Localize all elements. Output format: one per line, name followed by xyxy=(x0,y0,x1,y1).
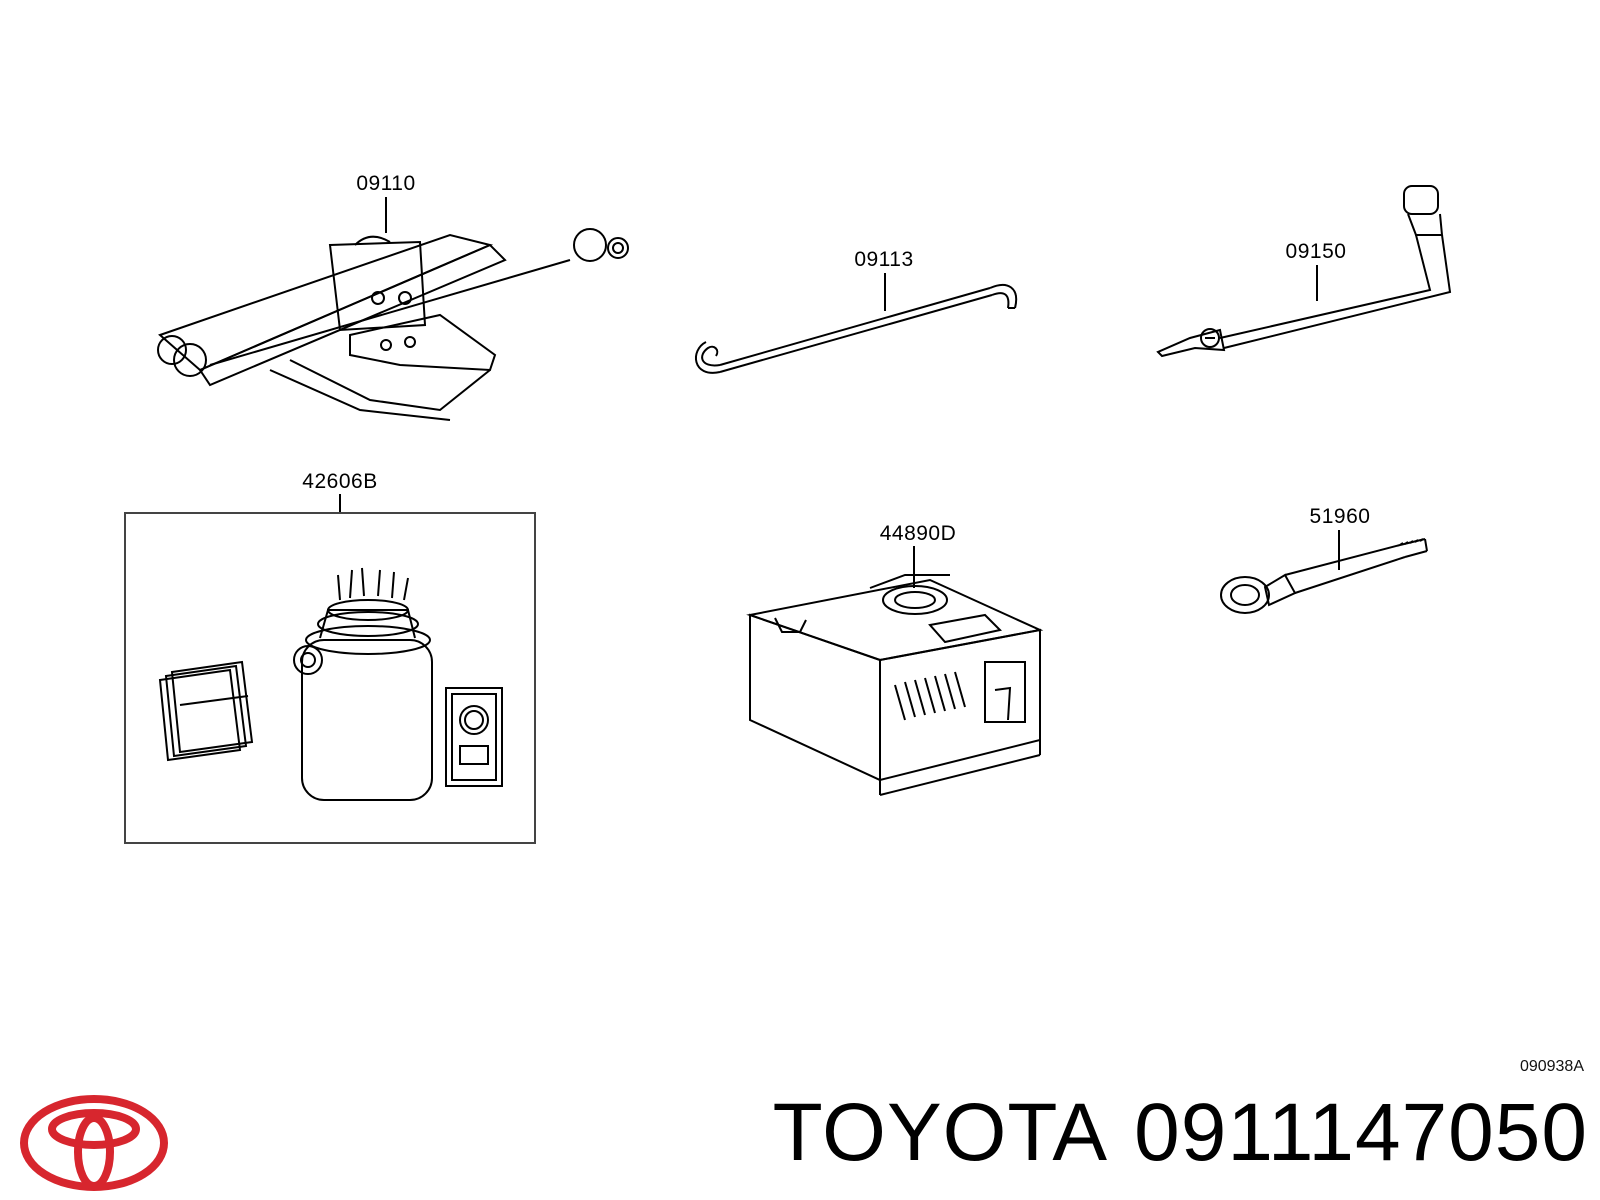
part-label-09110: 09110 xyxy=(356,172,416,195)
leader-line xyxy=(1316,265,1318,301)
scissor-jack-drawing xyxy=(157,228,629,421)
compressor-drawing xyxy=(746,574,1044,796)
part-label-42606b: 42606B xyxy=(302,470,378,493)
diagram-code: 090938A xyxy=(1519,1058,1584,1075)
repair-kit-frame xyxy=(124,512,536,844)
part-label-09150: 09150 xyxy=(1285,240,1347,263)
leader-line xyxy=(339,494,341,514)
jack-handle-drawing xyxy=(695,283,1018,374)
leader-line xyxy=(913,546,915,588)
leader-line xyxy=(385,197,387,233)
part-number: 0911147050 xyxy=(1134,1087,1588,1178)
brand-name: TOYOTA xyxy=(772,1087,1109,1178)
leader-line xyxy=(884,273,886,311)
toyota-logo-icon xyxy=(20,1095,168,1191)
towing-eye-drawing xyxy=(1220,538,1428,614)
part-label-44890d: 44890D xyxy=(879,522,957,545)
part-label-09113: 09113 xyxy=(854,248,914,271)
leader-line xyxy=(1338,530,1340,570)
wheel-wrench-drawing xyxy=(1156,185,1452,358)
repair-kit-drawing xyxy=(158,567,503,801)
part-label-51960: 51960 xyxy=(1309,505,1371,528)
